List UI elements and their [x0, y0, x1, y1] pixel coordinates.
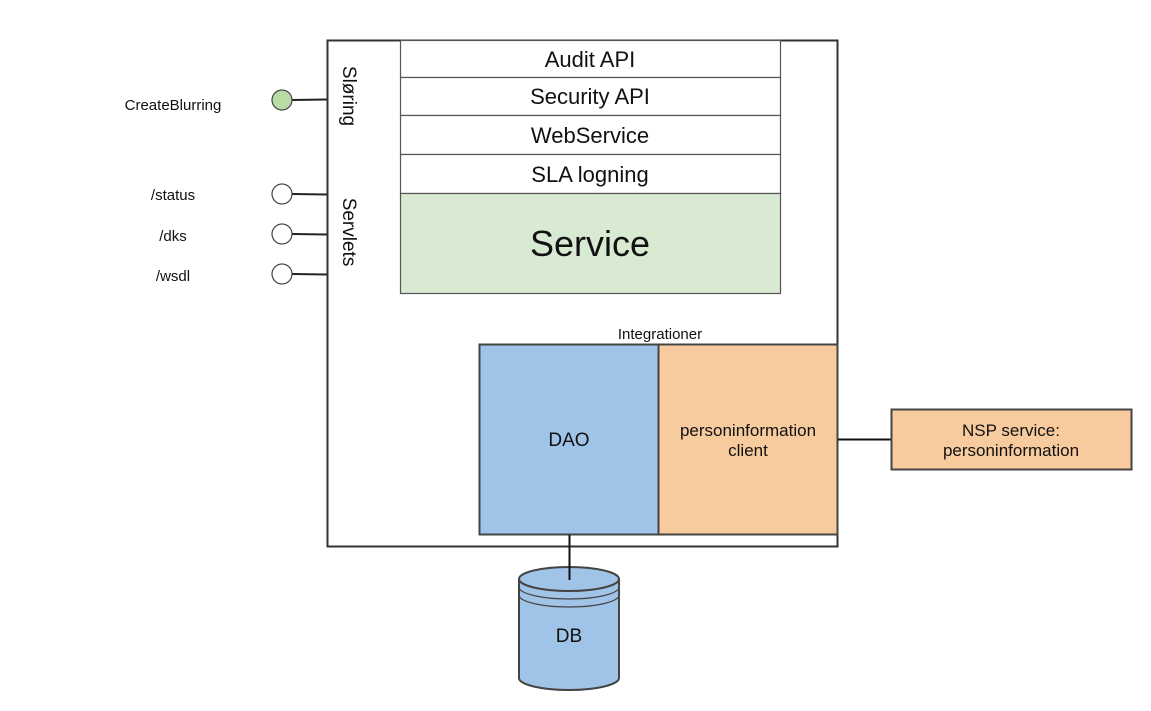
nsp-label-line2: personinformation — [943, 441, 1079, 460]
layer-label: SLA logning — [531, 162, 648, 187]
dao-label: DAO — [548, 430, 589, 451]
interface-label: /dks — [159, 228, 187, 245]
interface-connector — [291, 193, 328, 196]
interface-status[interactable]: /status — [151, 183, 328, 205]
interface-label: /wsdl — [156, 268, 190, 285]
interface-circle-icon — [271, 223, 293, 245]
blurring-group-label: Sløring — [338, 66, 359, 126]
interface-connector — [291, 273, 328, 276]
database-label: DB — [556, 626, 582, 647]
database-cylinder[interactable]: DB — [518, 566, 620, 691]
layer-label: Security API — [530, 84, 650, 109]
layer-service[interactable]: Service — [399, 192, 782, 295]
layer-security-api[interactable]: Security API — [399, 76, 782, 117]
layer-label: WebService — [531, 123, 649, 148]
interface-connector — [291, 98, 328, 101]
layer-audit-api[interactable]: Audit API — [399, 39, 782, 79]
layer-label: Audit API — [545, 47, 636, 72]
client-label-line2: client — [728, 441, 768, 460]
interface-circle-icon — [271, 89, 293, 111]
interface-circle-icon — [271, 263, 293, 285]
layer-sla-logning[interactable]: SLA logning — [399, 153, 782, 195]
dao-box[interactable]: DAO — [478, 343, 660, 536]
interface-wsdl[interactable]: /wsdl — [156, 263, 328, 285]
nsp-label-line1: NSP service: — [962, 421, 1060, 440]
client-label-line1: personinformation — [680, 421, 816, 440]
interface-label: CreateBlurring — [125, 97, 222, 114]
servlets-group-label: Servlets — [338, 198, 359, 267]
personinformation-client-box[interactable]: personinformation client — [657, 343, 839, 536]
interface-dks[interactable]: /dks — [159, 223, 328, 245]
interface-circle-icon — [271, 183, 293, 205]
service-label: Service — [530, 223, 650, 264]
layer-webservice[interactable]: WebService — [399, 114, 782, 156]
interface-label: /status — [151, 187, 195, 204]
integrations-label: Integrationer — [618, 326, 702, 343]
nsp-service-box[interactable]: NSP service: personinformation — [890, 408, 1133, 471]
interface-createblurring[interactable]: CreateBlurring — [125, 89, 328, 114]
interface-connector — [291, 233, 328, 236]
